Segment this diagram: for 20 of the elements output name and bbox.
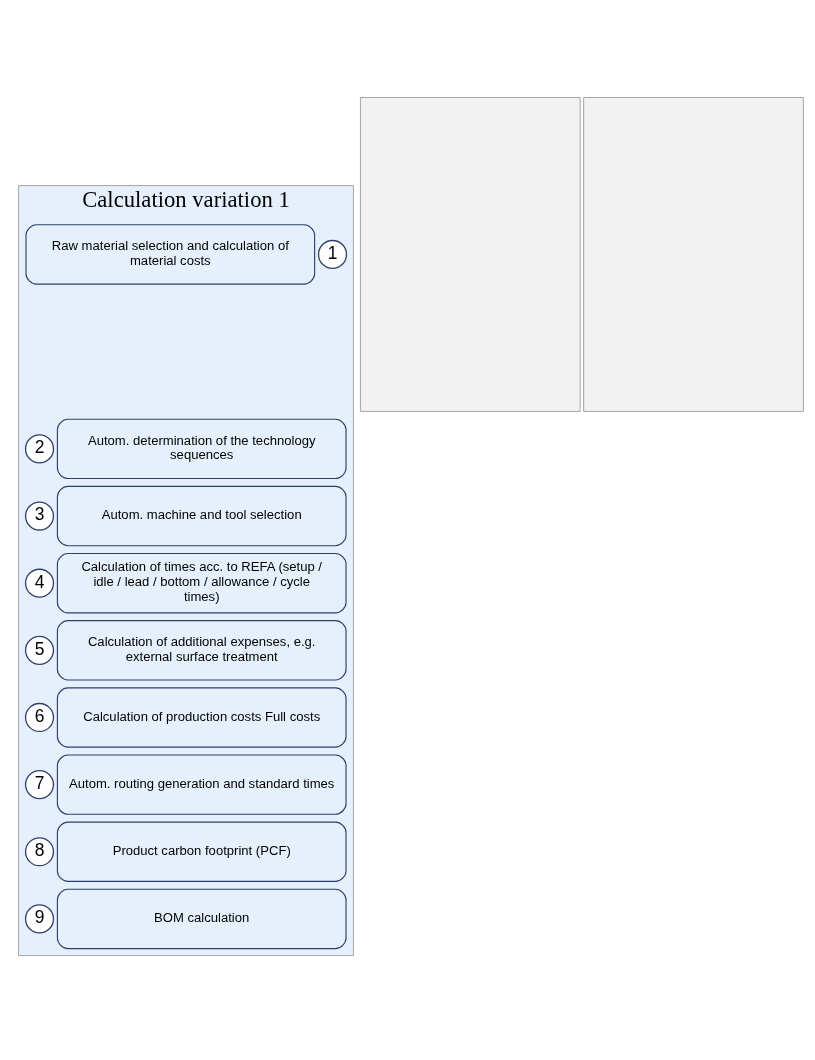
node-circle: 7 bbox=[24, 770, 55, 800]
node-box bbox=[359, 97, 581, 412]
node-circle: 6 bbox=[24, 702, 55, 733]
node-circle: 5 bbox=[24, 635, 55, 665]
node-box: Calculation of production costs Full costs bbox=[56, 687, 347, 748]
node-circle: 8 bbox=[24, 837, 55, 867]
node-box: Product carbon footprint (PCF) bbox=[56, 821, 347, 882]
node-box: Autom. machine and tool selection bbox=[56, 485, 347, 547]
node-box: Calculation of additional expenses, e.g. external surface treatment bbox=[56, 620, 347, 681]
node-box: Autom. routing generation and standard times bbox=[56, 754, 347, 815]
node-box: Autom. determination of the technology sequences bbox=[56, 418, 347, 480]
node-box: Raw material selection and calculation of material costs bbox=[25, 224, 316, 285]
node-box: Calculation of times acc. to REFA (setup / idle / lead / bottom / allowance / cycle times) bbox=[56, 552, 347, 614]
node-circle: 2 bbox=[24, 434, 55, 464]
node-circle: 9 bbox=[24, 904, 55, 934]
node-circle: 1 bbox=[317, 239, 348, 270]
node-box bbox=[583, 97, 804, 412]
node-circle: 4 bbox=[24, 568, 55, 598]
node-box: BOM calculation bbox=[56, 888, 347, 950]
node-circle: 3 bbox=[24, 501, 55, 531]
